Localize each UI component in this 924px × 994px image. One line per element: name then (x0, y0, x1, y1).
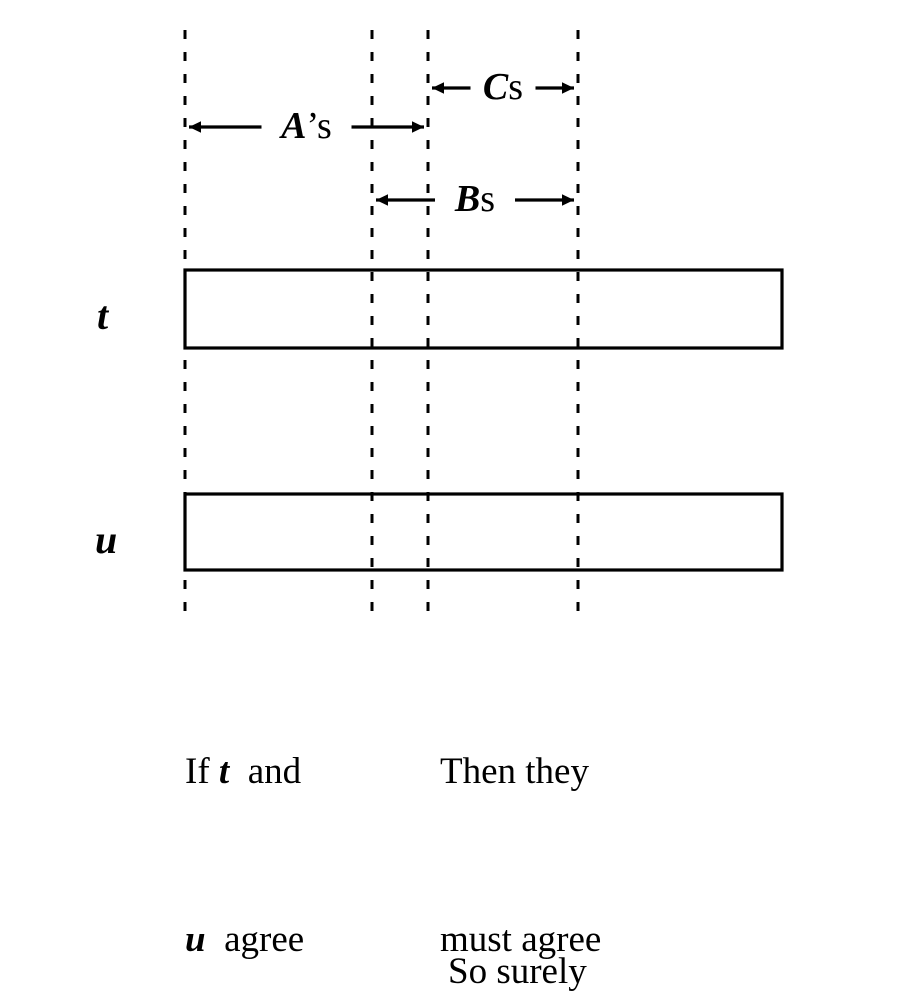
caption-premise: If t and u agree on the A’s (185, 632, 335, 994)
row-label-u: u (95, 517, 118, 562)
caption-premise-line-2: u agree (185, 919, 305, 960)
row-box-t (183, 268, 784, 350)
guide-lines (183, 30, 580, 616)
row-label-t: t (97, 293, 109, 338)
interval-label-b: Bs (454, 178, 496, 220)
caption-premise-line-1: If t and (185, 751, 302, 792)
caption-conclusion: Then they must agree on the B s (440, 632, 601, 994)
caption-surely-line-1: So surely (448, 951, 587, 992)
caption-conclusion-line-1: Then they (440, 751, 589, 792)
interval-label-a: A’s (281, 105, 332, 147)
caption-conclusion-line-2: must agree (440, 919, 602, 960)
interval-label-c: Cs (482, 66, 524, 108)
row-box-u (183, 492, 784, 572)
caption-surely: So surely they agree on the C s (448, 832, 601, 994)
